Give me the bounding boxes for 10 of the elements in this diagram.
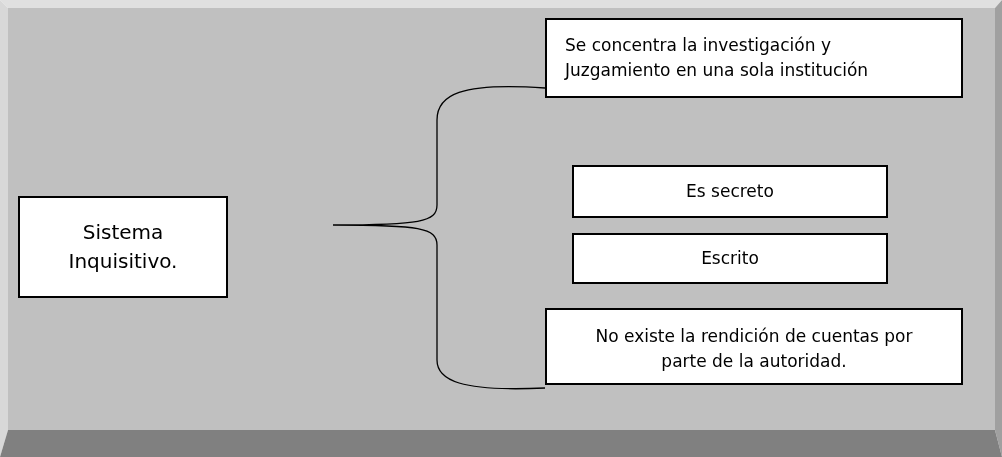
box-text: Sistema Inquisitivo. [67,219,179,275]
box-text: No existe la rendición de cuentas por parte de la autoridad. [594,325,914,373]
text-box [545,18,963,98]
box-text: Es secreto [685,180,775,204]
box-text: Escrito [700,247,760,271]
text-box [18,196,228,298]
text-box [572,165,888,218]
text-box [572,233,888,284]
box-text: Se concentra la investigación y Juzgamiento en una sola institución [565,34,870,82]
text-box [545,308,963,385]
